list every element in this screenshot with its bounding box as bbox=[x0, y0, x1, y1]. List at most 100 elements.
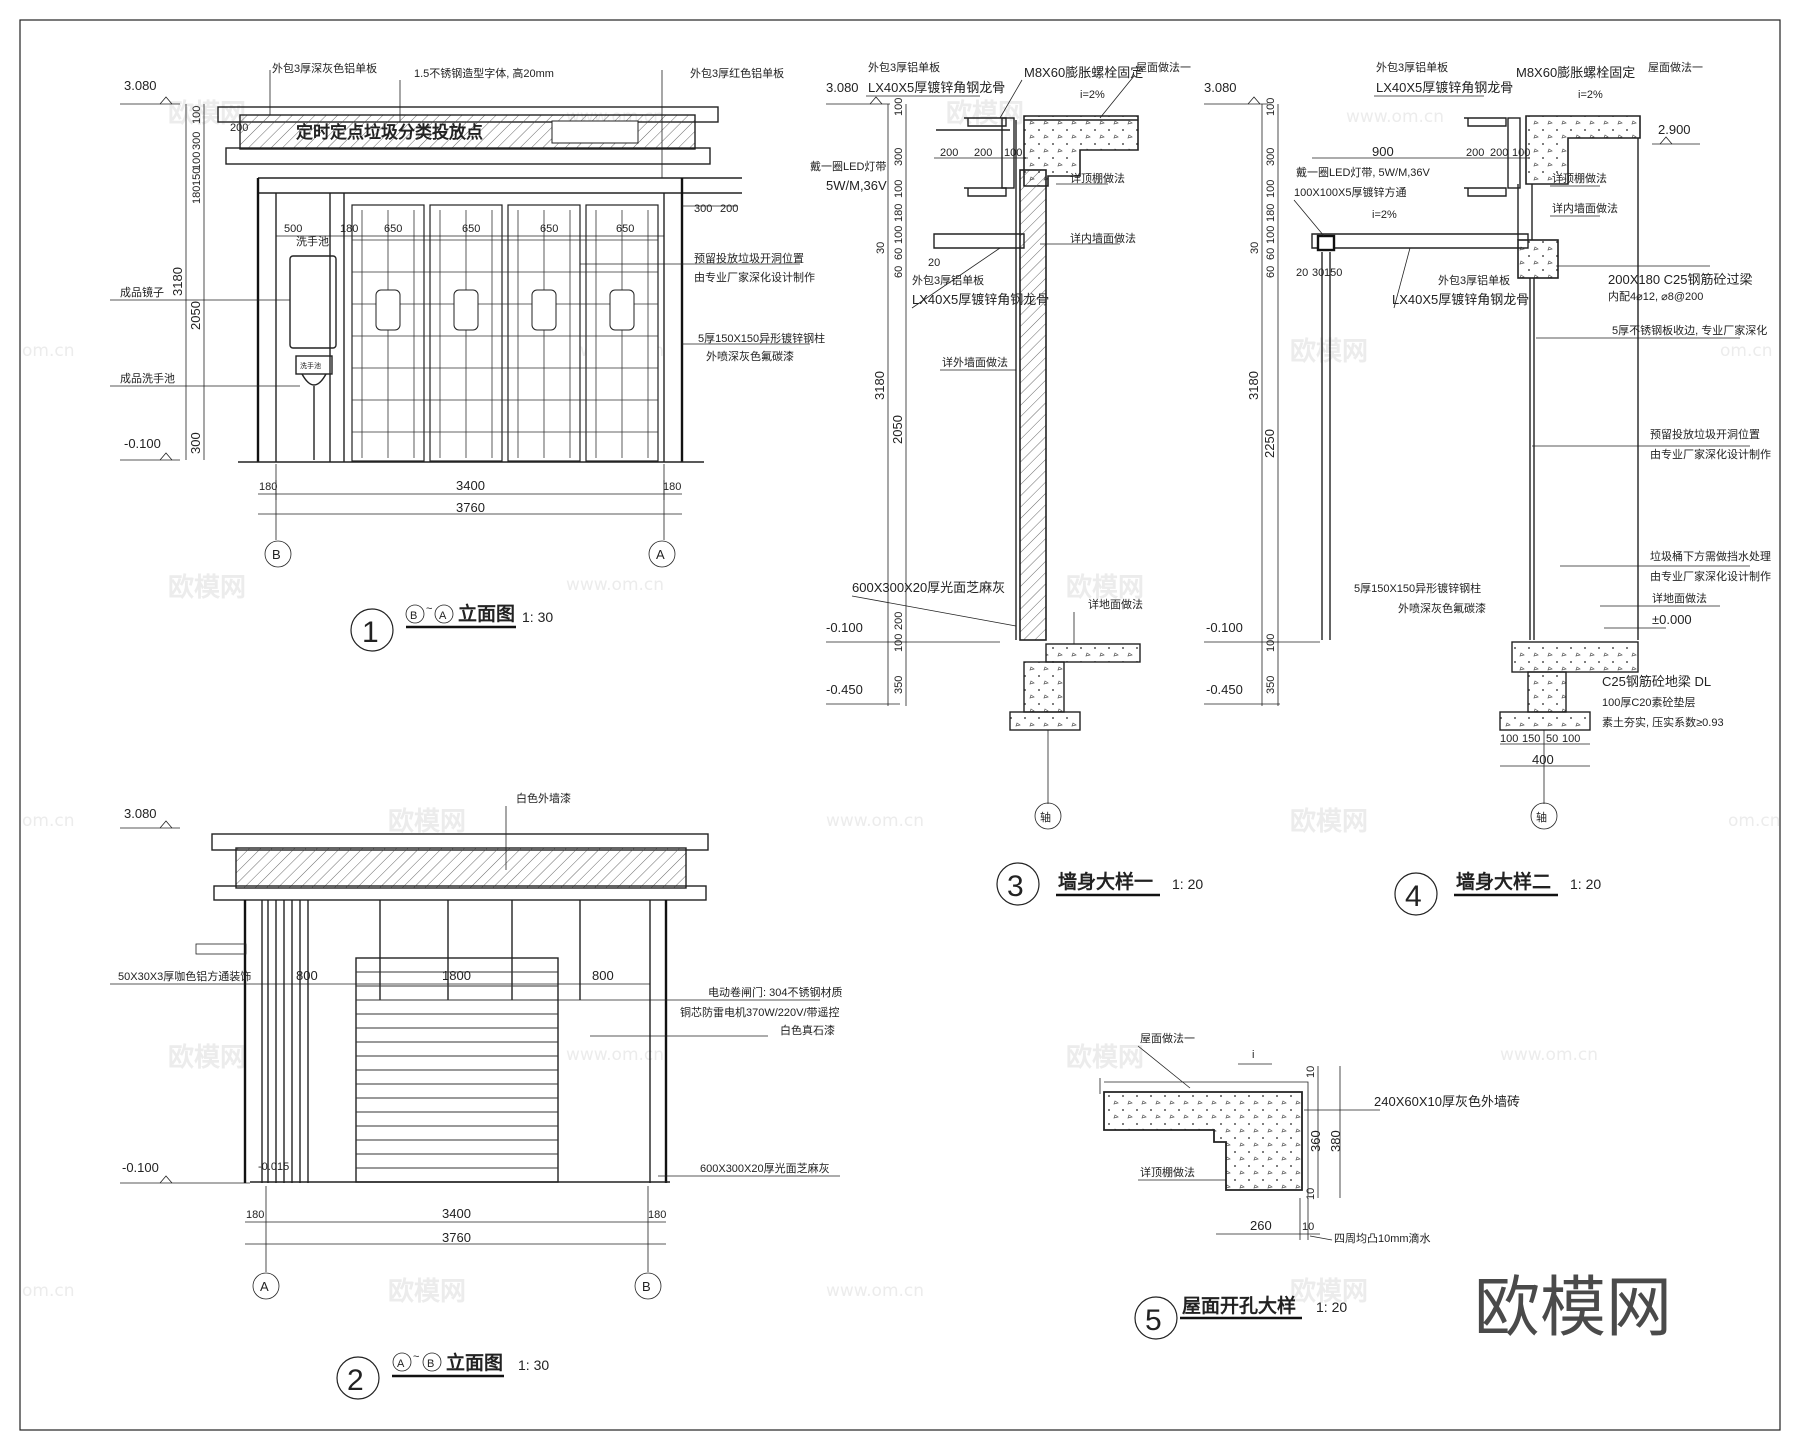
watermark-url: om.cn bbox=[22, 811, 75, 831]
note: 预留投放垃圾开洞位置 bbox=[1650, 427, 1760, 441]
note: 600X300X20厚光面芝麻灰 bbox=[852, 580, 1005, 595]
watermark: 欧模网 bbox=[946, 98, 1024, 129]
slope: i bbox=[1252, 1049, 1254, 1061]
title-grid-from: A bbox=[397, 1358, 405, 1370]
view-2-elevation-a-b: 3.080 -0.100 bbox=[110, 791, 842, 1400]
dim-text: 100 bbox=[191, 152, 203, 170]
view-scale: 1: 20 bbox=[1570, 876, 1601, 892]
level-2: -0.450 bbox=[1206, 682, 1243, 697]
dim-text: 60 bbox=[1265, 248, 1277, 260]
dim-text: 650 bbox=[384, 223, 402, 235]
note-shutter-3: 白色真石漆 bbox=[780, 1023, 835, 1037]
grid-bubble-b: B bbox=[642, 1279, 651, 1294]
watermark: 欧模网 bbox=[1290, 806, 1368, 837]
note-shutter-2: 铜芯防雷电机370W/220V/带遥控 bbox=[680, 1005, 840, 1019]
note-shutter-1: 电动卷闸门: 304不锈钢材质 bbox=[708, 985, 842, 999]
axis-bubble: 轴 bbox=[1536, 810, 1547, 824]
note: 垃圾桶下方需做挡水处理 bbox=[1650, 549, 1771, 563]
dim-text: 100 bbox=[1265, 634, 1277, 652]
dim-text: 200 bbox=[720, 203, 738, 215]
dim-text: 100 bbox=[1562, 733, 1580, 745]
watermark-url: www.om.cn bbox=[826, 1281, 924, 1301]
grid-bubble-a: A bbox=[260, 1279, 269, 1294]
note: 详地面做法 bbox=[1088, 597, 1143, 611]
view-3-wall-detail-1: 3.080 -0.100 -0.450 100 300 100 180 100 … bbox=[810, 60, 1203, 906]
watermark-url: www.om.cn bbox=[1500, 1045, 1598, 1065]
dim-text: 200 bbox=[893, 612, 905, 630]
note: 屋面做法一 bbox=[1648, 60, 1703, 74]
dim-base-total: 400 bbox=[1532, 752, 1554, 767]
sheet-border bbox=[19, 19, 1781, 1431]
note: 由专业厂家深化设计制作 bbox=[1650, 569, 1771, 583]
grid-bubble-a: A bbox=[656, 547, 665, 562]
wash-label: 洗手池 bbox=[296, 234, 329, 248]
level-1: -0.100 bbox=[1206, 620, 1243, 635]
note-ceiling: 详顶棚做法 bbox=[1140, 1165, 1195, 1179]
note: 200X180 C25钢筋砼过梁 bbox=[1608, 272, 1753, 287]
note: 详顶棚做法 bbox=[1552, 171, 1607, 185]
watermark-layer: 欧模网 www.om.cn 欧模网 www.om.cn om.cn www.om… bbox=[22, 98, 1781, 1307]
note-tile: 600X300X20厚光面芝麻灰 bbox=[700, 1161, 830, 1175]
dim-text: 200 bbox=[1466, 147, 1484, 159]
watermark: 欧模网 bbox=[388, 1276, 466, 1307]
note: 详顶棚做法 bbox=[1070, 171, 1125, 185]
dim-text: 100 bbox=[1265, 180, 1277, 198]
dim-text: 180 bbox=[648, 1209, 666, 1221]
note: 详地面做法 bbox=[1652, 591, 1707, 605]
dim-text: 1800 bbox=[442, 968, 471, 983]
dim-text: 20 bbox=[1296, 267, 1308, 279]
dim-text: 300 bbox=[694, 203, 712, 215]
note-roof: 屋面做法一 bbox=[1140, 1031, 1195, 1045]
dim-text: 150 bbox=[191, 168, 203, 186]
view-scale: 1: 30 bbox=[518, 1357, 549, 1373]
note: LX40X5厚镀锌角钢龙骨 bbox=[868, 80, 1005, 95]
watermark-url: www.om.cn bbox=[826, 811, 924, 831]
dim-text: 650 bbox=[540, 223, 558, 235]
door-grilles bbox=[351, 204, 659, 462]
dim-text: 20 bbox=[928, 257, 940, 269]
dim-text: 50 bbox=[1546, 733, 1558, 745]
dim-text: 300 bbox=[1265, 148, 1277, 166]
note: 外包3厚铝单板 bbox=[1438, 273, 1510, 287]
dim-text: 800 bbox=[592, 968, 614, 983]
note: 5厚150X150异形镀锌钢柱 bbox=[1354, 581, 1481, 595]
note: 外包3厚铝单板 bbox=[868, 60, 940, 74]
view-1-elevation-b-a: 3.080 -0.100 100 300 100 150 180 3180 20… bbox=[110, 61, 825, 652]
dim-total-height: 3180 bbox=[170, 267, 185, 296]
view-scale: 1: 20 bbox=[1316, 1299, 1347, 1315]
watermark-url: om.cn bbox=[22, 1281, 75, 1301]
note: M8X60膨胀螺栓固定 bbox=[1516, 65, 1635, 80]
dim-text: 180 bbox=[340, 223, 358, 235]
watermark-url: www.om.cn bbox=[566, 575, 664, 595]
dim-text: 3400 bbox=[442, 1206, 471, 1221]
dim-text: 180 bbox=[191, 186, 203, 204]
title-grid-to: A bbox=[439, 610, 447, 622]
dim-text: 10 bbox=[1305, 1066, 1317, 1078]
view-number: 5 bbox=[1145, 1304, 1162, 1337]
note-steel-2: 外喷深灰色氟碳漆 bbox=[706, 349, 794, 363]
dim-text: 200 bbox=[974, 147, 992, 159]
note-drip: 四周均凸10mm滴水 bbox=[1334, 1231, 1431, 1245]
dim-text: 100 bbox=[893, 226, 905, 244]
note: M8X60膨胀螺栓固定 bbox=[1024, 65, 1143, 80]
view-title: 立面图 bbox=[458, 602, 515, 625]
dim-text: 180 bbox=[663, 481, 681, 493]
note: 内配4⌀12, ⌀8@200 bbox=[1608, 289, 1703, 303]
note: 外喷深灰色氟碳漆 bbox=[1398, 601, 1486, 615]
dim-overall: 3760 bbox=[442, 1230, 471, 1245]
note: 5厚不锈钢板收边, 专业厂家深化 bbox=[1612, 323, 1767, 337]
dim-text: 300 bbox=[893, 148, 905, 166]
slope: i=2% bbox=[1080, 89, 1105, 101]
title-grid-from: B bbox=[410, 610, 417, 622]
view-4-wall-detail-2: 3.080 2.900 ±0.000 -0.100 -0.450 100 300… bbox=[1204, 60, 1771, 916]
note-basin: 成品洗手池 bbox=[120, 371, 175, 385]
note-steel-1: 5厚150X150异形镀锌钢柱 bbox=[698, 331, 825, 345]
view-title: 墙身大样二 bbox=[1456, 870, 1551, 893]
note: 素土夯实, 压实系数≥0.93 bbox=[1602, 715, 1724, 729]
dim-text: 650 bbox=[616, 223, 634, 235]
dim-text: 100 bbox=[893, 180, 905, 198]
note: 外包3厚铝单板 bbox=[1376, 60, 1448, 74]
note-tile: 240X60X10厚灰色外墙砖 bbox=[1374, 1094, 1520, 1109]
note: 详内墙面做法 bbox=[1552, 201, 1618, 215]
note: 戴一圈LED灯带 bbox=[810, 159, 886, 173]
